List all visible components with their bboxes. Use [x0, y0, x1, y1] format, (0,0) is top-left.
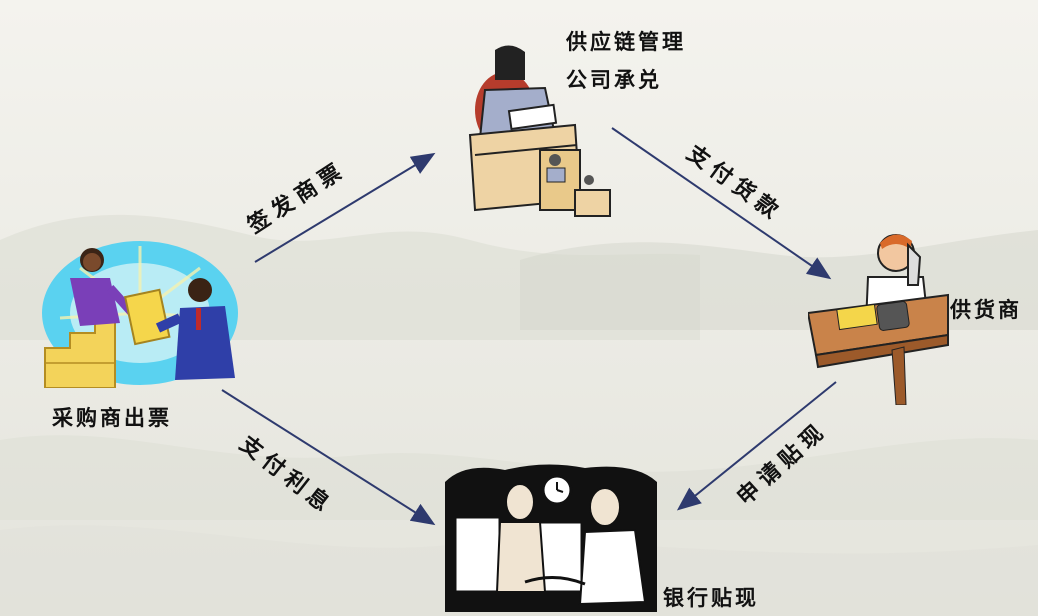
scm-office-illustration: [468, 45, 611, 217]
arrow-apply-discount: [676, 381, 837, 511]
bank-counter-illustration: [445, 464, 657, 612]
arrow-issue-bill: [254, 152, 436, 263]
buyer-label: 采购商出票: [52, 406, 172, 430]
supplier-label: 供货商: [950, 298, 1022, 322]
bank-label: 银行贴现: [663, 586, 759, 610]
scm-label-line1: 供应链管理: [566, 30, 686, 54]
arrow-pay-goods: [611, 127, 832, 280]
arrow-pay-interest: [221, 389, 436, 526]
buyer-handshake-illustration: [42, 241, 238, 388]
supplier-phone-illustration: [808, 234, 949, 405]
scm-label-line2: 公司承兑: [566, 68, 662, 92]
